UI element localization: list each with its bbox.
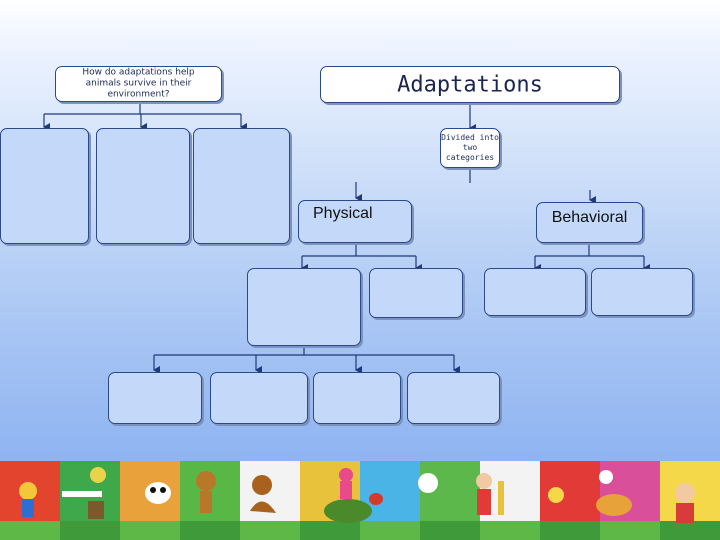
footer-grass bbox=[120, 521, 181, 540]
footer-grass bbox=[60, 521, 121, 540]
divided-box: Divided into two categories bbox=[440, 128, 500, 168]
answer-box-3 bbox=[193, 128, 290, 244]
footer-grass bbox=[660, 521, 720, 540]
behavioral-sub-box-1 bbox=[484, 268, 586, 316]
footer-grass bbox=[300, 521, 361, 540]
behavioral-sub-box-2 bbox=[591, 268, 693, 316]
footer-grass bbox=[480, 521, 541, 540]
detail-box-2 bbox=[210, 372, 308, 424]
physical-sub-box-1 bbox=[247, 268, 361, 346]
physical-sub-box-2 bbox=[369, 268, 463, 318]
physical-box: Physical bbox=[298, 200, 412, 243]
animal-illustration-strip bbox=[0, 461, 720, 540]
physical-label: Physical bbox=[313, 205, 373, 222]
behavioral-box: Behavioral bbox=[536, 202, 643, 243]
footer-grass bbox=[600, 521, 661, 540]
footer-grass bbox=[540, 521, 601, 540]
answer-box-1 bbox=[0, 128, 89, 244]
animal-figures-icon bbox=[19, 467, 695, 523]
detail-box-4 bbox=[407, 372, 500, 424]
divided-text: Divided into two categories bbox=[441, 133, 499, 162]
footer-grass bbox=[180, 521, 241, 540]
title-text: Adaptations bbox=[397, 72, 543, 97]
detail-box-1 bbox=[108, 372, 202, 424]
footer-grass bbox=[420, 521, 481, 540]
footer-grass bbox=[0, 521, 61, 540]
title-box: Adaptations bbox=[320, 66, 620, 103]
question-box: How do adaptations help animals survive … bbox=[55, 66, 222, 102]
footer-grass bbox=[240, 521, 301, 540]
behavioral-label: Behavioral bbox=[551, 209, 628, 226]
footer-grass bbox=[360, 521, 421, 540]
detail-box-3 bbox=[313, 372, 401, 424]
question-text: How do adaptations help animals survive … bbox=[82, 67, 195, 100]
answer-box-2 bbox=[96, 128, 190, 244]
